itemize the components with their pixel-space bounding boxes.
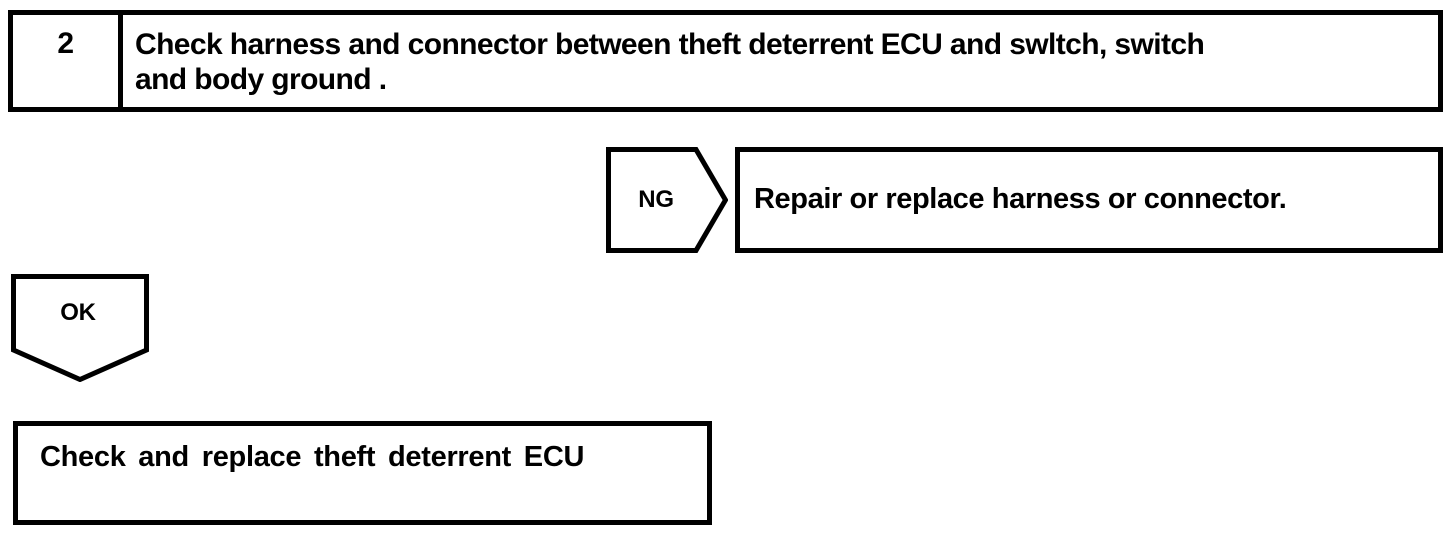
final-action-box: Check and replace theft deterrent ECU <box>13 421 712 525</box>
step-instruction-text: Check harness and connector between thef… <box>135 28 1205 97</box>
ng-result-text: Repair or replace harness or connector. <box>754 183 1287 216</box>
ng-arrow-shape <box>606 147 728 253</box>
ok-arrow-shape <box>11 274 149 382</box>
ng-branch-label: NG <box>606 147 706 253</box>
step-number-cell: 2 <box>13 15 123 107</box>
ng-result-box: Repair or replace harness or connector. <box>735 147 1443 253</box>
step-instruction-cell: Check harness and connector between thef… <box>123 15 1438 107</box>
step-row: 2 Check harness and connector between th… <box>8 10 1443 112</box>
step-number: 2 <box>57 27 74 60</box>
ok-branch-label: OK <box>11 274 149 352</box>
ok-branch-label-text: OK <box>60 299 96 326</box>
ng-branch-label-text: NG <box>638 186 674 213</box>
final-action-text: Check and replace theft deterrent ECU <box>40 441 585 473</box>
